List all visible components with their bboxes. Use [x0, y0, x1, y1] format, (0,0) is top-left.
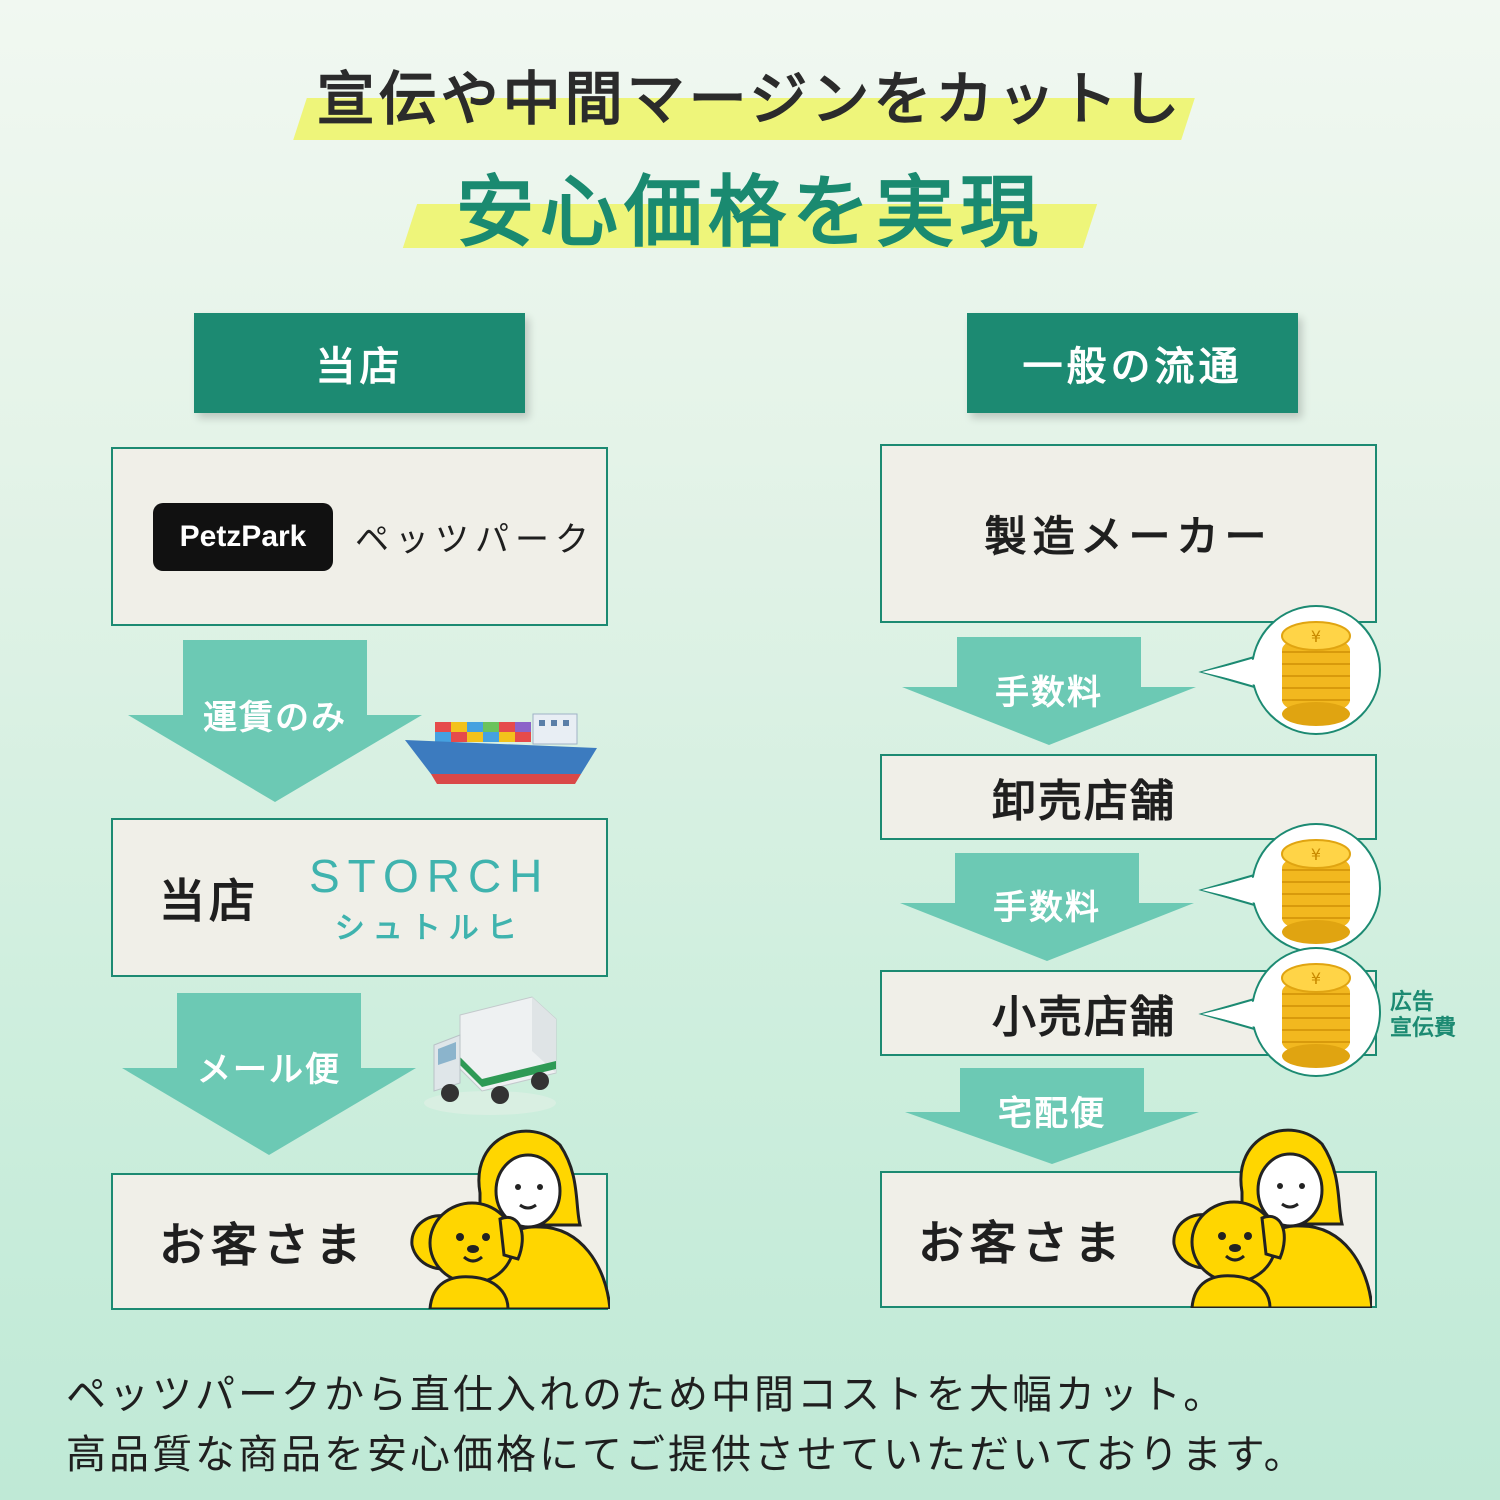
- coin-stack-icon: ¥: [1198, 947, 1381, 1077]
- delivery-arrow: [905, 1068, 1199, 1164]
- left-column-header: 当店: [194, 313, 525, 413]
- storch-logo-kana: シュトルヒ: [334, 910, 525, 946]
- storch-logo-text: STORCH: [309, 849, 551, 902]
- headline-line2: 安心価格を実現: [455, 167, 1044, 258]
- storch-logo: STORCH シュトルヒ: [309, 849, 550, 947]
- footer-line2: 高品質な商品を安心価格にてご提供させていただいております。: [66, 1432, 1307, 1478]
- fee-arrow-1: [902, 637, 1196, 745]
- flow-arrow-1: [128, 640, 422, 802]
- ad-cost-label-line2: 宣伝費: [1390, 1016, 1457, 1041]
- brand-name: ペッツパーク: [355, 520, 595, 560]
- brand-box: PetzPark ペッツパーク: [111, 447, 608, 626]
- petzpark-logo: PetzPark: [153, 502, 333, 571]
- wholesaler-box: 卸売店舗: [880, 754, 1377, 840]
- fee1-label: 手数料: [995, 673, 1103, 713]
- store-box: 当店 STORCH シュトルヒ: [111, 818, 608, 977]
- wholesaler-label: 卸売店舗: [992, 776, 1176, 827]
- flow-arrow-2: [122, 993, 416, 1155]
- step1-label: 運賃のみ: [203, 698, 347, 738]
- delivery-label: 宅配便: [998, 1094, 1106, 1134]
- svg-text:¥: ¥: [1311, 627, 1321, 646]
- woman-with-dog-icon: [1172, 1128, 1372, 1308]
- coin-stack-icon: ¥: [1198, 605, 1381, 735]
- ad-cost-label-line1: 広告: [1390, 990, 1435, 1015]
- svg-text:¥: ¥: [1311, 845, 1321, 864]
- retailer-label: 小売店舗: [992, 992, 1176, 1043]
- truck-icon: [424, 996, 557, 1115]
- coin-stack-icon: ¥: [1198, 823, 1381, 953]
- customer-label-right: お客さま: [918, 1215, 1126, 1270]
- fee2-label: 手数料: [993, 888, 1101, 928]
- woman-with-dog-icon: [410, 1129, 610, 1309]
- maker-box: 製造メーカー: [880, 444, 1377, 623]
- right-column-header: 一般の流通: [967, 313, 1298, 413]
- footer-line1: ペッツパークから直仕入れのため中間コストを大幅カット。: [66, 1372, 1227, 1418]
- fee-arrow-2: [900, 853, 1194, 961]
- ad-cost-label: 広告 宣伝費: [1390, 990, 1456, 1042]
- ship-icon: [405, 713, 597, 784]
- step2-label: メール便: [197, 1050, 341, 1090]
- maker-label: 製造メーカー: [984, 512, 1273, 561]
- store-label: 当店: [159, 873, 259, 928]
- headline-line1: 宣伝や中間マージンをカットし: [316, 65, 1184, 133]
- customer-label-left: お客さま: [159, 1217, 367, 1272]
- svg-text:¥: ¥: [1311, 969, 1321, 988]
